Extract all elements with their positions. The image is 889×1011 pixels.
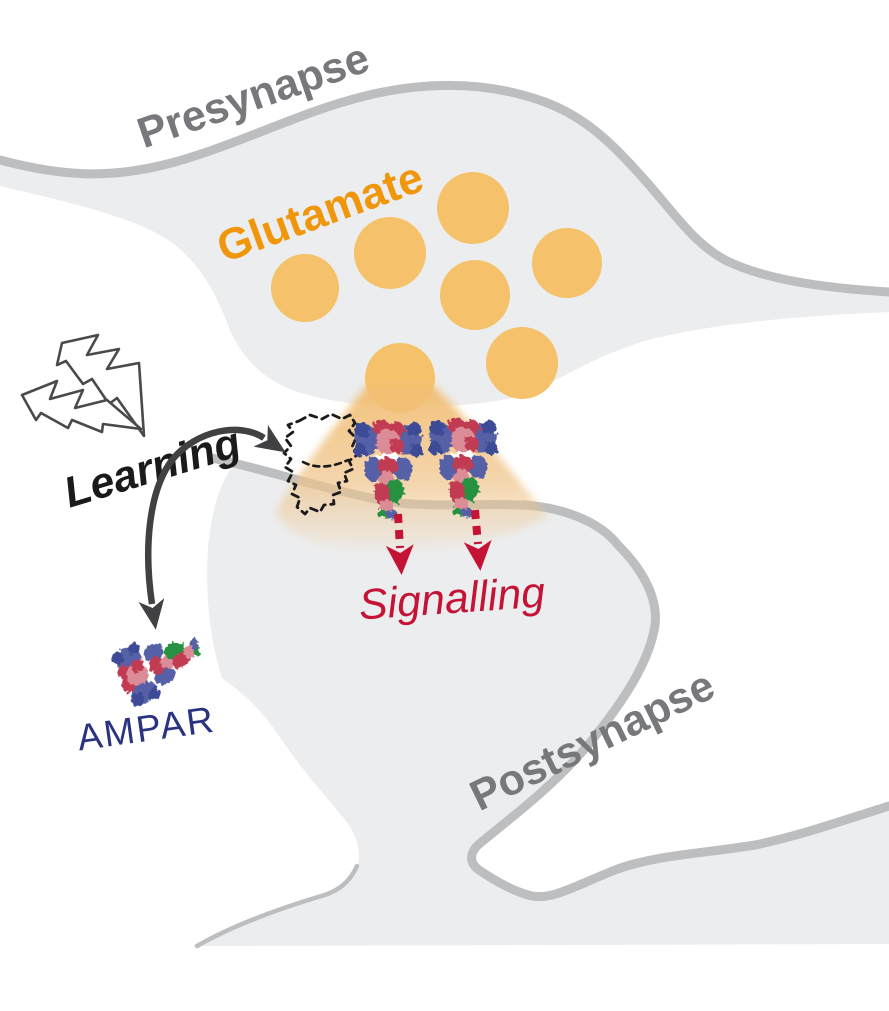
dendritic-spine-body — [197, 462, 889, 946]
vesicle — [437, 172, 509, 244]
spine-neck-membrane — [194, 863, 360, 949]
lightning-bolt-icon — [20, 379, 143, 434]
ampar-slot-dashed-outline — [282, 412, 359, 516]
presynapse — [0, 80, 889, 408]
vesicle — [271, 254, 339, 322]
free-ampar-receptor — [107, 618, 212, 709]
glutamate-cloud — [276, 384, 548, 551]
vesicle-cluster — [271, 172, 602, 399]
learning-arrow — [138, 424, 286, 630]
ampar-slot-inner-dashes — [301, 458, 350, 468]
vesicle — [532, 228, 602, 298]
lightning-bolt-icon — [55, 333, 146, 438]
signalling-arrow — [463, 509, 492, 571]
ampar-label: AMPAR — [75, 699, 218, 759]
presynaptic-membrane — [0, 80, 889, 297]
signalling-arrow — [385, 513, 414, 575]
glutamate-release — [276, 343, 548, 551]
vesicle — [486, 327, 558, 399]
presynapse-body — [0, 85, 889, 408]
free-ampar: AMPAR — [75, 618, 218, 758]
vesicle — [440, 260, 510, 330]
vesicle — [354, 217, 426, 289]
